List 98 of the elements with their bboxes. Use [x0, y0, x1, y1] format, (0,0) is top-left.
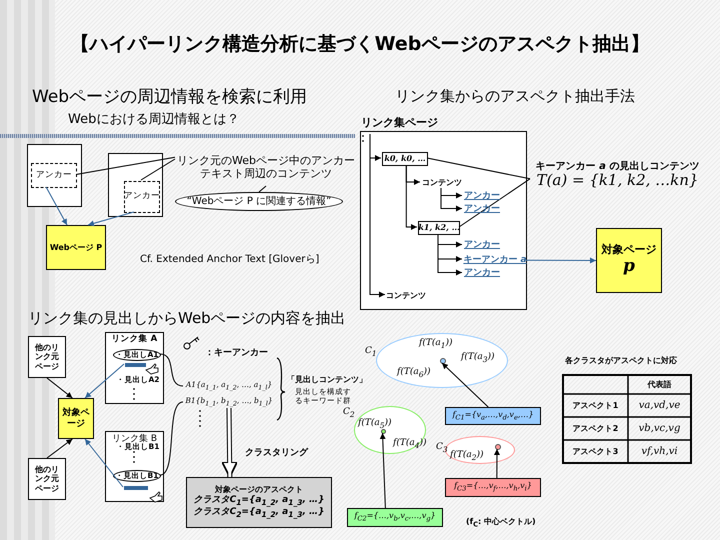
connector-line [426, 158, 530, 180]
target-page-box [58, 398, 94, 439]
centroid-dot [495, 444, 501, 450]
legend-text: ：キーアンカー [205, 348, 268, 358]
arrow [494, 448, 500, 478]
list-heading: リンク集 B [112, 434, 158, 444]
cluster-name: C$_{2}$ [343, 407, 355, 420]
node-text: 対象ページ [61, 408, 90, 429]
aspect-text: 対象ページのアスペクト [215, 485, 303, 495]
vector-box [445, 407, 541, 425]
arrow [380, 432, 386, 508]
hollow-arrow [221, 408, 238, 478]
node-text: “Webページ P に関連する情報” [186, 196, 332, 208]
arrow [84, 364, 124, 398]
note-text: (f$_{C}$: 中心ベクトル) [466, 517, 536, 530]
callout-text: リンク元のWebページ中のアンカーテキスト周辺のコンテンツ [176, 155, 356, 181]
callout-text: T(a) = {k1, k2, …kn} [536, 172, 698, 190]
vector-formula: f$_{C1}$={v$_{a}$,…,v$_{d}$,v$_{e}$,…} [452, 410, 534, 422]
subheading: Webにおける周辺情報とは？ [68, 113, 240, 128]
vector-box [445, 478, 541, 497]
vector-label: f(T(a$_{1}$)) [419, 338, 453, 350]
aspect-box [186, 477, 332, 528]
cluster-name: C$_{1}$ [365, 346, 377, 358]
source-page-box [28, 458, 66, 500]
arrow [442, 362, 489, 408]
connector-line [258, 186, 266, 192]
connector-line [458, 178, 530, 228]
node-text: k0, k0, … [384, 154, 426, 164]
target-page-box [46, 225, 106, 270]
arrow [438, 234, 462, 276]
node-text: Webページ P [50, 242, 102, 252]
anchor-bar [125, 363, 146, 367]
anchor-link: アンカー [464, 240, 500, 251]
tree-arrow [370, 134, 386, 298]
page-title: 【ハイパーリンク構造分析に基づくWebページのアスペクト抽出】 [70, 34, 650, 56]
anchor-region [31, 163, 77, 188]
anchor-link: アンカー [464, 191, 500, 202]
node-text: 他のリンク元ページ [34, 465, 60, 493]
node-text: k1, k2, … [418, 223, 460, 233]
anchor-link: アンカー [464, 268, 500, 279]
centroid-dot [381, 429, 386, 434]
callout-text: キーアンカー a の見出しコンテンツ [536, 160, 700, 172]
vector-formula: f$_{C3}$={…,v$_{f}$,…,v$_{h}$,v$_{i}$} [454, 481, 532, 494]
table-cell-text: 代表語 [646, 379, 672, 391]
panel-heading: リンク集ページ [361, 117, 438, 130]
connector-line [160, 402, 184, 476]
node-text: p [623, 257, 635, 277]
connector-line [140, 158, 176, 180]
target-page-box [596, 228, 662, 293]
table-cell-text: vb,vc,vg [638, 422, 682, 436]
anchor-region [124, 181, 160, 213]
web-page-box [108, 153, 163, 217]
cluster-name: C$_{3}$ [436, 442, 448, 454]
anchor-link: アンカー [124, 192, 160, 202]
centroid-dot [440, 358, 446, 364]
connector-line [160, 354, 184, 386]
link-list-box [105, 332, 164, 404]
note-text: Cf. Extended Anchor Text [Gloverら] [140, 254, 320, 266]
vector-label: f(T(a$_{3}$)) [461, 352, 495, 364]
arrow [46, 186, 68, 226]
vector-label: f(T(a$_{4}$)) [393, 438, 427, 450]
table-cell-text: vf,vh,vi [640, 445, 679, 459]
table-caption: 各クラスタがアスペクトに対応 [565, 356, 677, 366]
table-cell-text: va,vd,ve [638, 399, 682, 413]
arrow [406, 164, 418, 230]
link-list-box [105, 431, 164, 502]
anchor-link: キーアンカー a [463, 254, 527, 266]
vector-label: f(T(a$_{5}$)) [358, 418, 392, 430]
node-text: コンテンツ [386, 290, 426, 300]
heading-oval [113, 470, 161, 482]
table-cell-text: アスペクト2 [572, 423, 620, 435]
node-text: コンテンツ [422, 178, 462, 188]
vector-box [347, 508, 443, 527]
vector-label: f(T(a$_{2}$)) [450, 450, 484, 462]
section-heading: リンク集からのアスペクト抽出手法 [395, 88, 635, 106]
arrow [88, 212, 134, 226]
node-text: 他のリンク元ページ [34, 343, 60, 371]
source-page-box [28, 336, 66, 378]
aspect-text: クラスタC$_{2}$={a$_{1_2}$, a$_{1_3}$, …} [194, 507, 324, 520]
arrow [440, 188, 462, 212]
arrow [46, 378, 73, 398]
section-heading: Webページの周辺情報を検索に利用 [32, 88, 308, 108]
vector-label: f(T(a$_{6}$)) [397, 367, 431, 380]
node-text: 対象ページ [602, 244, 656, 258]
vector-formula: f$_{C2}$={…,v$_{b}$,v$_{c}$,…,v$_{g}$} [354, 511, 436, 524]
aspect-text: クラスタC$_{1}$={a$_{1_2}$, a$_{1_3}$, …} [194, 494, 324, 507]
connector-line [76, 156, 176, 175]
anchor-link: アンカー [36, 170, 72, 180]
list-heading: リンク集 A [112, 335, 158, 345]
table-cell-text: アスペクト3 [572, 446, 620, 458]
web-page-box [27, 144, 82, 207]
anchor-bar [124, 486, 148, 490]
edge-label: クラスタリング [244, 448, 309, 458]
table-cell-text: アスペクト1 [572, 400, 620, 412]
section-heading: リンク集の見出しからWebページの内容を抽出 [28, 310, 346, 328]
bracket-label: 「見出しコンテンツ」 [287, 375, 367, 384]
arrow [526, 257, 596, 264]
arrow [46, 438, 73, 458]
